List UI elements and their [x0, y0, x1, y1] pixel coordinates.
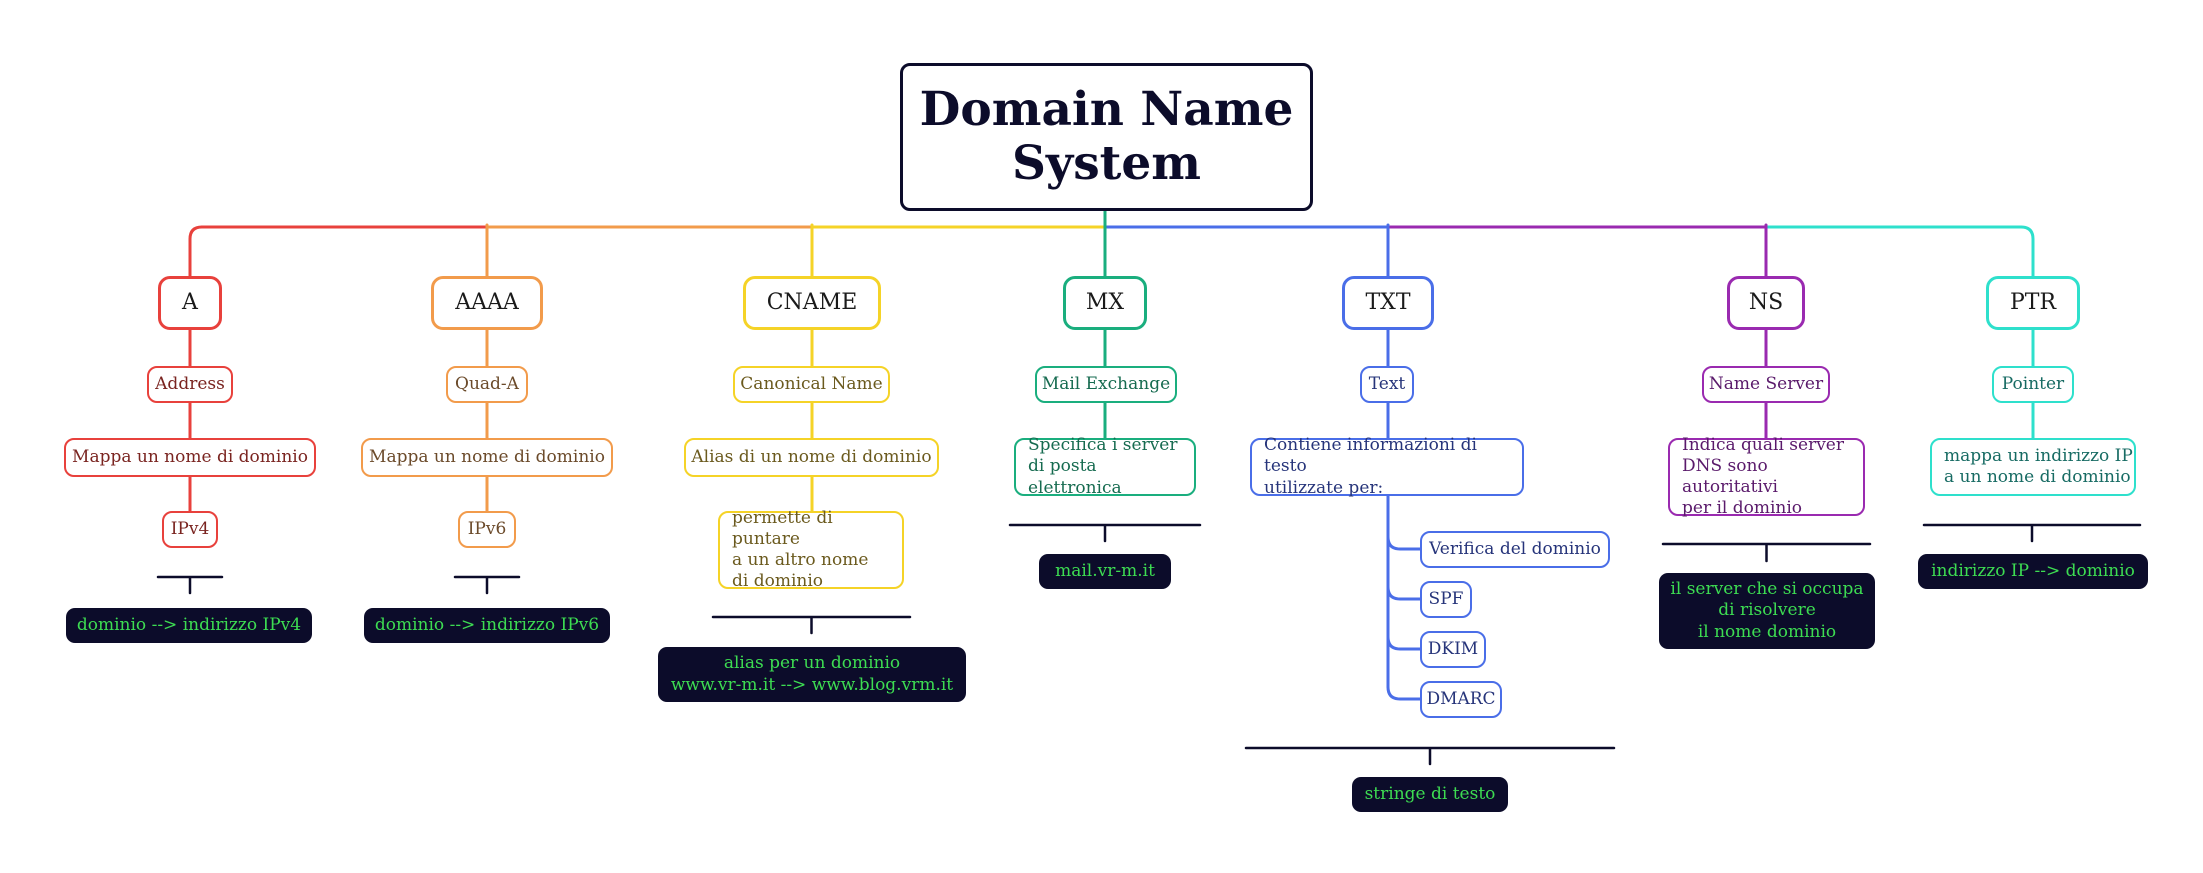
- link-txt-use-0: [1386, 535, 1422, 551]
- summary-a: dominio --> indirizzo IPv4: [66, 608, 312, 643]
- record-version-a[interactable]: IPv4: [162, 511, 218, 548]
- summary-cname: alias per un dominio www.vr-m.it --> www…: [658, 647, 966, 702]
- summary-bracket-txt: [1244, 746, 1616, 766]
- record-type-aaaa[interactable]: AAAA: [431, 276, 543, 330]
- summary-bracket-aaaa: [453, 575, 521, 595]
- record-name-mx[interactable]: Mail Exchange: [1035, 366, 1177, 403]
- record-name-ptr[interactable]: Pointer: [1992, 366, 2074, 403]
- txt-use-dkim[interactable]: DKIM: [1420, 631, 1486, 668]
- record-detail-cname[interactable]: permette di puntare a un altro nome di d…: [718, 508, 904, 591]
- record-description-a[interactable]: Mappa un nome di dominio: [64, 438, 316, 477]
- link-txt-use-2: [1386, 635, 1422, 651]
- record-type-cname[interactable]: CNAME: [743, 276, 881, 330]
- record-description-ns[interactable]: Indica quali server DNS sono autoritativ…: [1668, 435, 1865, 518]
- record-name-aaaa[interactable]: Quad-A: [446, 366, 528, 403]
- record-type-ptr[interactable]: PTR: [1986, 276, 2080, 330]
- summary-bracket-cname: [711, 615, 912, 635]
- record-description-mx[interactable]: Specifica i server di posta elettronica: [1014, 435, 1196, 498]
- drop-a: [188, 225, 204, 278]
- record-description-ptr[interactable]: mappa un indirizzo IP a un nome di domin…: [1930, 438, 2136, 496]
- root-title: Domain Name System: [919, 81, 1294, 191]
- record-description-txt[interactable]: Contiene informazioni di testo utilizzat…: [1250, 435, 1524, 498]
- summary-bracket-mx: [1008, 523, 1202, 543]
- summary-txt: stringe di testo: [1352, 777, 1508, 812]
- summary-mx: mail.vr-m.it: [1039, 554, 1171, 589]
- summary-bracket-a: [156, 575, 224, 595]
- summary-ns: il server che si occupa di risolvere il …: [1659, 573, 1875, 649]
- summary-aaaa: dominio --> indirizzo IPv6: [364, 608, 610, 643]
- root-node[interactable]: Domain Name System: [900, 63, 1313, 211]
- record-name-a[interactable]: Address: [147, 366, 233, 403]
- record-type-mx[interactable]: MX: [1063, 276, 1147, 330]
- txt-use-spf[interactable]: SPF: [1420, 581, 1472, 618]
- summary-bracket-ns: [1661, 542, 1872, 563]
- record-description-cname[interactable]: Alias di un nome di dominio: [684, 438, 939, 477]
- summary-bracket-ptr: [1922, 523, 2142, 543]
- record-name-cname[interactable]: Canonical Name: [733, 366, 890, 403]
- record-type-a[interactable]: A: [158, 276, 222, 330]
- record-name-txt[interactable]: Text: [1360, 366, 1414, 403]
- link-txt-use-3: [1386, 685, 1422, 701]
- summary-ptr: indirizzo IP --> dominio: [1918, 554, 2148, 589]
- record-type-ns[interactable]: NS: [1727, 276, 1805, 330]
- link-txt-use-1: [1386, 585, 1422, 601]
- txt-use-dmarc[interactable]: DMARC: [1420, 681, 1502, 718]
- record-type-txt[interactable]: TXT: [1342, 276, 1434, 330]
- drop-ptr: [2019, 225, 2035, 278]
- record-version-aaaa[interactable]: IPv6: [458, 511, 516, 548]
- txt-use-verifica[interactable]: Verifica del dominio: [1420, 531, 1610, 568]
- record-description-aaaa[interactable]: Mappa un nome di dominio: [361, 438, 613, 477]
- record-name-ns[interactable]: Name Server: [1702, 366, 1830, 403]
